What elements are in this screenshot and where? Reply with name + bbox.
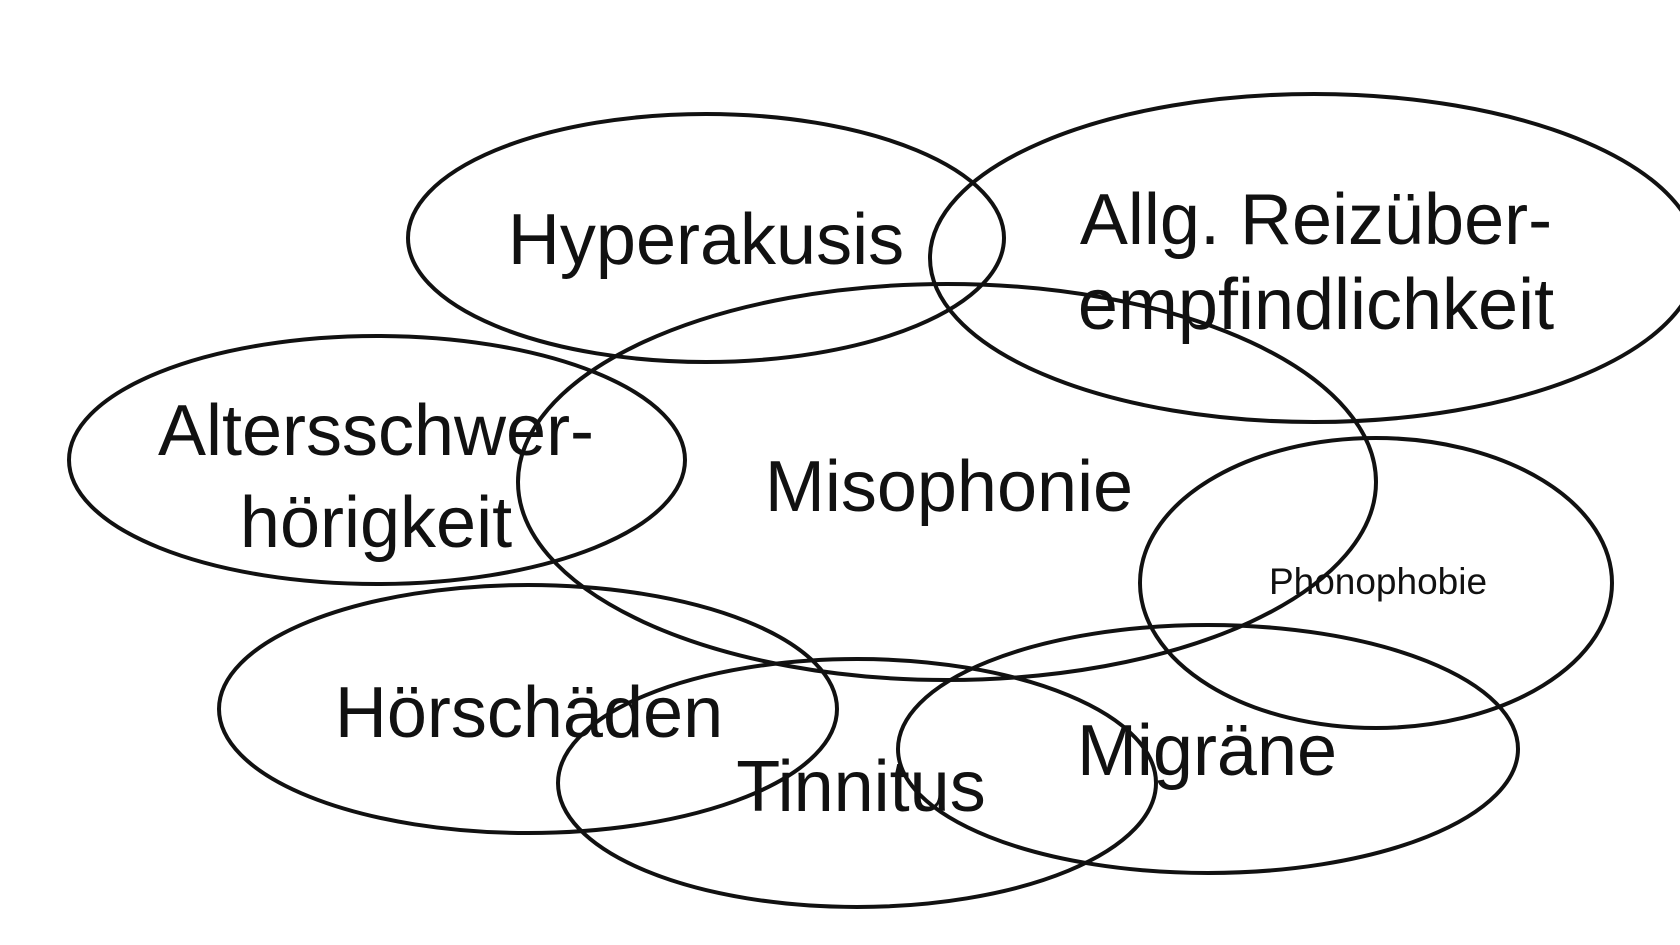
phonophobie-ellipse [1138, 436, 1614, 730]
hoerschaeden-ellipse [217, 583, 839, 835]
altersschwerhoerigkeit-label-line2: hörigkeit [240, 483, 512, 563]
tinnitus-label: Tinnitus [736, 747, 985, 827]
reizueberempfindlichkeit-label-line1: Allg. Reizüber- [1080, 180, 1552, 260]
tinnitus-ellipse [556, 657, 1158, 909]
hoerschaeden-label: Hörschäden [335, 673, 723, 753]
phonophobie-label: Phonophobie [1269, 561, 1487, 602]
hyperakusis-label: Hyperakusis [508, 200, 904, 280]
hyperakusis-ellipse [406, 112, 1006, 364]
misophonie-label: Misophonie [765, 447, 1133, 527]
migraene-ellipse [896, 623, 1520, 875]
altersschwerhoerigkeit-label-line1: Altersschwer- [158, 391, 594, 471]
migraene-label: Migräne [1077, 711, 1337, 791]
altersschwerhoerigkeit-ellipse [67, 334, 687, 586]
reizueberempfindlichkeit-label-line2: empfindlichkeit [1078, 265, 1554, 345]
reizueberempfindlichkeit-ellipse [928, 92, 1680, 424]
